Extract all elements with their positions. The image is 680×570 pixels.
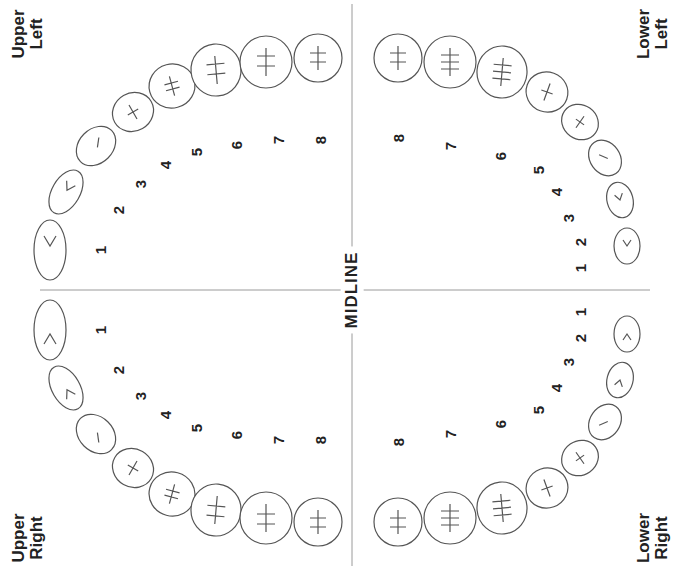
tooth-number: 1 (93, 246, 108, 254)
tooth-number: 2 (573, 334, 588, 342)
tooth-number: 8 (313, 136, 328, 144)
tooth (374, 498, 422, 546)
tooth (475, 480, 529, 536)
tooth-number: 2 (111, 366, 126, 374)
tooth-number: 4 (158, 411, 173, 419)
quadrant-label: Upper Left (10, 6, 46, 62)
tooth-number: 6 (493, 152, 508, 160)
tooth (42, 360, 90, 416)
tooth (555, 433, 606, 483)
tooth (189, 42, 243, 98)
tooth-number: 8 (391, 438, 406, 446)
tooth (424, 492, 476, 544)
upper-left-teeth (34, 34, 342, 280)
tooth-number: 5 (189, 424, 204, 432)
tooth (582, 398, 628, 446)
tooth-number: 7 (271, 136, 286, 144)
tooth (34, 220, 66, 280)
tooth-number: 4 (158, 161, 173, 169)
tooth (68, 118, 123, 173)
midline-label: MIDLINE (341, 247, 364, 334)
tooth (34, 300, 66, 360)
tooth-number: 2 (573, 238, 588, 246)
tooth (240, 492, 292, 544)
tooth-number: 6 (229, 141, 244, 149)
tooth-number: 8 (391, 134, 406, 142)
tooth (374, 34, 422, 82)
tooth-number: 3 (133, 180, 148, 188)
tooth-number: 3 (133, 392, 148, 400)
tooth (294, 34, 342, 82)
tooth-number: 8 (313, 436, 328, 444)
tooth-number: 1 (93, 326, 108, 334)
tooth (603, 359, 637, 401)
tooth (68, 406, 123, 461)
tooth (555, 97, 606, 147)
tooth (189, 482, 243, 538)
tooth (614, 316, 640, 352)
lower-left-teeth (374, 34, 640, 264)
tooth-number: 5 (189, 148, 204, 156)
tooth-number: 5 (531, 406, 546, 414)
tooth (424, 36, 476, 88)
tooth-number: 5 (531, 166, 546, 174)
tooth (240, 36, 292, 88)
tooth-number: 1 (573, 308, 588, 316)
tooth (603, 179, 637, 221)
tooth-number: 1 (573, 264, 588, 272)
quadrant-label: Upper Right (10, 510, 46, 566)
midlines (40, 4, 650, 566)
lower-right-teeth (374, 316, 640, 546)
tooth-number: 6 (493, 420, 508, 428)
tooth-number: 7 (443, 142, 458, 150)
tooth (294, 498, 342, 546)
quadrant-label: Lower Left (635, 6, 671, 62)
tooth-number: 7 (271, 436, 286, 444)
tooth-number: 2 (111, 206, 126, 214)
quadrant-label: Lower Right (635, 510, 671, 566)
tooth-number: 7 (443, 430, 458, 438)
upper-right-teeth (34, 300, 342, 546)
tooth-number: 6 (229, 431, 244, 439)
tooth-number: 3 (561, 214, 576, 222)
tooth (582, 134, 628, 182)
tooth (42, 164, 90, 220)
tooth (475, 44, 529, 100)
tooth-number: 4 (549, 188, 564, 196)
tooth-number: 4 (549, 384, 564, 392)
tooth-number: 3 (561, 358, 576, 366)
tooth (614, 228, 640, 264)
